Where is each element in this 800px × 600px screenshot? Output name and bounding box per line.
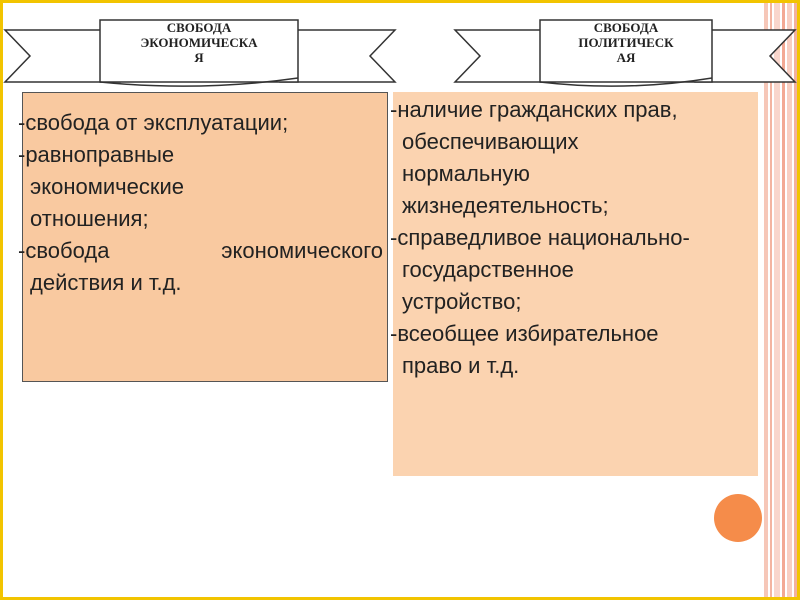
- right-ribbon-title: СВОБОДА ПОЛИТИЧЕСК АЯ: [540, 20, 712, 65]
- list-item-text-row: -свобода экономического: [18, 235, 383, 267]
- list-item-text: экономические: [30, 174, 184, 199]
- list-item-text: -справедливое национально-: [390, 225, 690, 250]
- list-item-text: отношения;: [30, 206, 149, 231]
- list-item-text: -всеобщее избирательное: [390, 321, 659, 346]
- political-freedom-box: -наличие гражданских прав, обеспечивающи…: [390, 92, 758, 476]
- list-item-text: -свобода: [18, 238, 110, 263]
- left-title-line: ЭКОНОМИЧЕСКА: [140, 35, 258, 50]
- list-item-text: устройство;: [402, 289, 522, 314]
- right-title-line: АЯ: [616, 50, 636, 65]
- list-item: -всеобщее избирательное право и т.д.: [390, 318, 758, 382]
- right-title-line: ПОЛИТИЧЕСК: [578, 35, 674, 50]
- list-item-text: -равноправные: [18, 142, 175, 167]
- economic-freedom-box: -свобода от эксплуатации; -равноправные …: [18, 92, 388, 382]
- decorative-stripes: [764, 0, 800, 600]
- list-item-text: право и т.д.: [402, 353, 520, 378]
- left-title-line: Я: [194, 50, 204, 65]
- list-item-text: действия и т.д.: [30, 270, 182, 295]
- list-item-text: -наличие гражданских прав,: [390, 97, 678, 122]
- left-title-line: СВОБОДА: [166, 20, 232, 35]
- political-freedom-list: -наличие гражданских прав, обеспечивающи…: [390, 94, 758, 382]
- list-item-text: обеспечивающих: [402, 129, 579, 154]
- list-item: -равноправные экономические отношения;: [18, 139, 383, 235]
- right-title-line: СВОБОДА: [593, 20, 659, 35]
- list-item-text: государственное: [402, 257, 574, 282]
- decorative-circle: [714, 494, 762, 542]
- list-item: -свобода экономического действия и т.д.: [18, 235, 383, 299]
- title-ribbons: [3, 19, 797, 87]
- list-item-text: -свобода от эксплуатации;: [18, 110, 289, 135]
- list-item-text: жизнедеятельность;: [402, 193, 609, 218]
- left-ribbon-title: СВОБОДА ЭКОНОМИЧЕСКА Я: [100, 20, 298, 65]
- list-item: -справедливое национально- государственн…: [390, 222, 758, 318]
- list-item: -свобода от эксплуатации;: [18, 107, 383, 139]
- economic-freedom-list: -свобода от эксплуатации; -равноправные …: [18, 107, 383, 299]
- list-item-text: нормальную: [402, 161, 530, 186]
- list-item-text: экономического: [221, 238, 383, 263]
- list-item: -наличие гражданских прав, обеспечивающи…: [390, 94, 758, 222]
